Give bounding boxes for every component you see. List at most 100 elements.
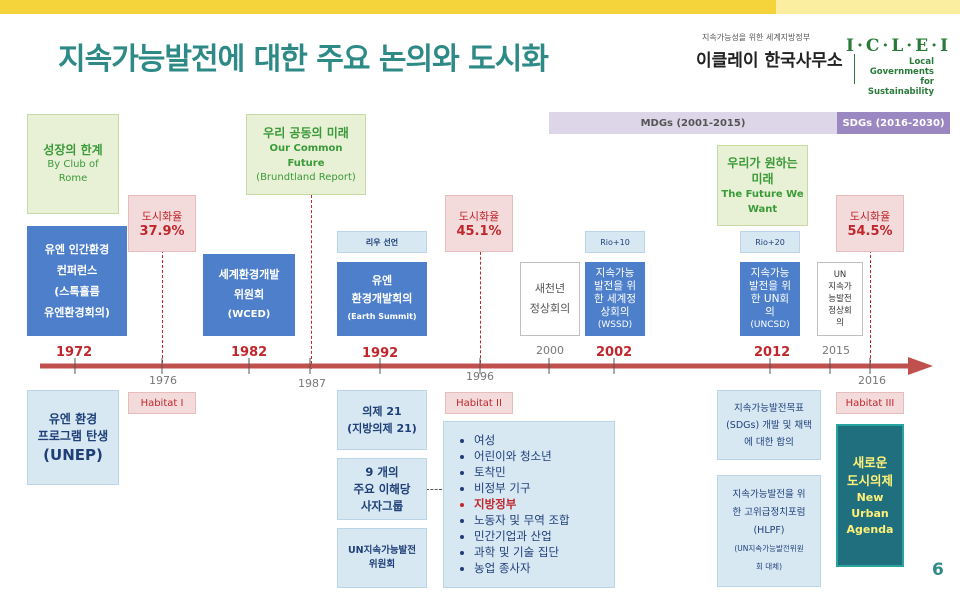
new-urban-agenda-line: 새로운 (852, 454, 888, 470)
agenda-21-line: (지방의제 21) (347, 422, 417, 435)
major-groups-list: 여성 어린이와 청소년 토착민 비정부 기구 지방정부 노동자 및 무역 조합 … (443, 421, 615, 588)
hlpf-box: 지속가능발전을 위 한 고위급정치포럼 (HLPF) (UN지속가능발전위원 회… (717, 475, 821, 587)
event-1992-earth-summit: 유엔 환경개발회의 (Earth Summit) (337, 262, 427, 336)
event-line: 유엔 인간환경 (44, 243, 110, 256)
future-we-want-en: Want (747, 203, 778, 215)
list-item-local-government: 지방정부 (474, 496, 614, 512)
urbanization-value: 54.5% (847, 224, 893, 239)
event-line: 컨퍼런스 (56, 264, 98, 277)
event-line: (UNCSD) (750, 319, 790, 330)
connector-1996 (480, 242, 481, 368)
event-line: UN (833, 270, 847, 280)
top-accent-bar-light (776, 0, 960, 14)
future-we-want-title: 우리가 원하는 (727, 155, 798, 170)
urbanization-label: 도시화율 (458, 210, 500, 223)
event-line: 능발전 (828, 294, 852, 304)
habitat-2-box: Habitat II (445, 392, 513, 414)
event-line: 상회의 (600, 305, 630, 318)
event-line: 환경개발회의 (351, 292, 413, 305)
un-csd-line: 위원회 (368, 559, 396, 570)
list-item: 노동자 및 무역 조합 (474, 512, 614, 528)
iclei-tagline-line: Local (909, 57, 934, 67)
event-2012-uncsd: 지속가능 발전을 위 한 UN회 의 (UNCSD) (740, 262, 800, 336)
event-2000-millennium-summit: 새천년 정상회의 (520, 262, 580, 336)
our-common-future-box: 우리 공동의 미래 Our Common Future (Brundtland … (246, 114, 366, 195)
limits-to-growth-box: 성장의 한계 By Club of Rome (27, 114, 119, 214)
hlpf-line: 회 대체) (755, 562, 782, 571)
year-2002: 2002 (596, 345, 633, 360)
year-1992: 1992 (362, 346, 399, 361)
event-line: 유엔 (371, 274, 393, 287)
connector-2016 (870, 240, 871, 368)
iclei-tagline: Local Governments for Sustainability (858, 57, 934, 97)
sdgs-band: SDGs (2016-2030) (837, 112, 950, 134)
major-groups-line: 9 개의 (365, 464, 399, 479)
rio-plus-10-label: Rio+10 (600, 237, 630, 247)
page-number: 6 (932, 560, 944, 580)
mdgs-label: MDGs (2001-2015) (640, 117, 746, 129)
top-accent-bar (0, 0, 776, 14)
event-line: (Earth Summit) (347, 312, 417, 321)
habitat-1-box: Habitat I (128, 392, 196, 414)
event-line: 지속가 (828, 282, 852, 292)
org-name: 이클레이 한국사무소 (696, 51, 843, 71)
habitat-1-label: Habitat I (140, 397, 184, 409)
list-item: 여성 (474, 432, 614, 448)
event-line: 의 (836, 318, 844, 328)
un-csd-line: UN지속가능발전 (347, 545, 417, 556)
future-we-want-title: 미래 (751, 171, 774, 186)
connector-1987 (311, 195, 312, 369)
urbanization-label: 도시화율 (141, 210, 183, 223)
year-1976: 1976 (149, 374, 177, 387)
urbanization-value: 45.1% (456, 224, 502, 239)
list-item: 토착민 (474, 464, 614, 480)
major-groups-line: 주요 이해당 (353, 481, 411, 496)
major-groups-line: 사자그룹 (360, 498, 404, 513)
new-urban-agenda-line: New (856, 490, 884, 504)
event-line: 한 UN회 (750, 292, 790, 305)
unep-line: (UNEP) (43, 445, 103, 464)
event-line: 유엔환경회의) (44, 306, 110, 319)
agenda-21-box: 의제 21 (지방의제 21) (337, 390, 427, 450)
sdgs-agreement-box: 지속가능발전목표 (SDGs) 개발 및 채택 에 대한 합의 (717, 390, 821, 460)
event-2015-un-summit: UN 지속가 능발전 정상회 의 (817, 262, 863, 336)
limits-to-growth-title: 성장의 한계 (43, 143, 103, 157)
event-1972-stockholm: 유엔 인간환경 컨퍼런스 (스톡홀름 유엔환경회의) (27, 226, 127, 336)
year-2015: 2015 (822, 344, 850, 357)
event-1982-wced: 세계환경개발 위원회 (WCED) (203, 254, 295, 336)
year-1996: 1996 (466, 370, 494, 383)
connector-major-groups (426, 489, 442, 490)
timeline-arrow (40, 357, 933, 375)
our-common-future-title: 우리 공동의 미래 (263, 125, 349, 140)
event-line: 한 세계정 (594, 292, 636, 305)
page-title: 지속가능발전에 대한 주요 논의와 도시화 (58, 42, 549, 77)
event-line: 지속가능 (595, 266, 635, 279)
list-item: 비정부 기구 (474, 480, 614, 496)
our-common-future-sub: (Brundtland Report) (256, 171, 356, 183)
urbanization-rate-2016: 도시화율 54.5% (836, 195, 904, 252)
urbanization-value: 37.9% (139, 224, 185, 239)
iclei-tagline-line: for Sustainability (867, 77, 934, 97)
urbanization-rate-1996: 도시화율 45.1% (445, 195, 513, 252)
year-1982: 1982 (231, 345, 268, 360)
sdgs-label: SDGs (2016-2030) (842, 117, 945, 129)
sdgs-agreement-line: 에 대한 합의 (744, 436, 794, 448)
unep-line: 유엔 환경 (48, 411, 98, 426)
list-item: 민간기업과 산업 (474, 528, 614, 544)
mdgs-band: MDGs (2001-2015) (549, 112, 837, 134)
rio-plus-20-label: Rio+20 (755, 237, 785, 247)
rio-declaration-tag: 리우 선언 (337, 231, 427, 253)
our-common-future-en: Our Common (269, 142, 343, 154)
event-line: 지속가능 (750, 266, 790, 279)
habitat-3-box: Habitat III (836, 392, 904, 414)
event-line: 새천년 (534, 282, 566, 295)
hlpf-line: 한 고위급정치포럼 (732, 507, 806, 518)
rio-declaration-label: 리우 선언 (365, 237, 399, 247)
event-line: (WSSD) (597, 319, 633, 330)
event-line: 발전을 위 (749, 279, 791, 292)
iclei-logo: I·C·L·E·I (846, 36, 952, 56)
agenda-21-line: 의제 21 (362, 405, 402, 418)
future-we-want-box: 우리가 원하는 미래 The Future We Want (717, 145, 808, 226)
new-urban-agenda-box: 새로운 도시의제 New Urban Agenda (836, 424, 904, 567)
event-line: (스톡홀름 (54, 285, 100, 298)
